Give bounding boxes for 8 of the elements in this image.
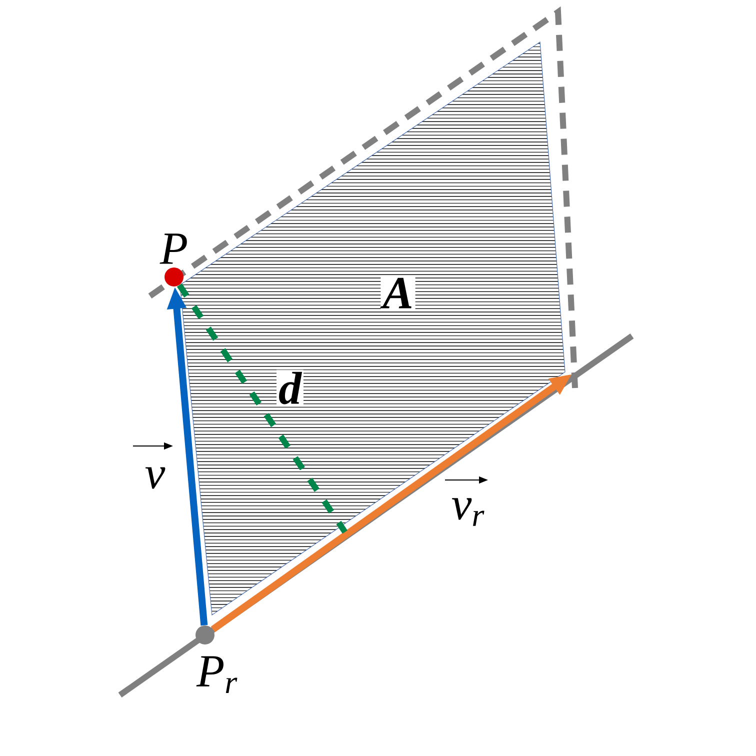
edge-label: v$_{r}$	[449, 496, 487, 528]
node-label: P	[160, 234, 187, 264]
edge-label: v	[142, 465, 168, 491]
node-label: P$_{r}$	[196, 656, 238, 693]
point: P$_{r}$	[196, 626, 238, 693]
area-label: A	[380, 276, 416, 310]
point: P	[160, 234, 187, 286]
edge-label: d	[276, 370, 304, 406]
